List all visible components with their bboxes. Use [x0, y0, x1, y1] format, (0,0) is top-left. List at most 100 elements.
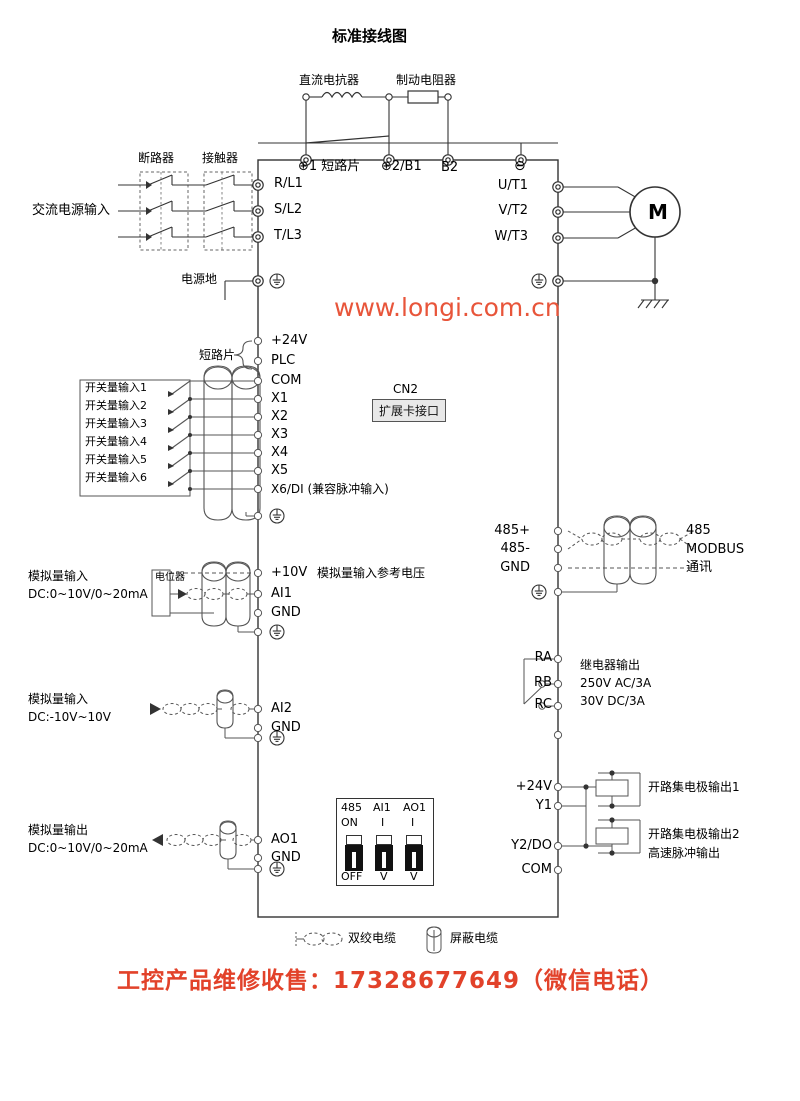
expansion-card-interface-box[interactable]: 扩展卡接口 [372, 399, 447, 422]
footer-contact-banner: 工控产品维修收售：17328677649（微信电话） [117, 968, 665, 994]
dip-switch-block[interactable]: 485 AI1 AO1 ON I I OFF V V [336, 798, 434, 886]
analog-output-wiring [152, 820, 258, 870]
transistor-output-terminals [553, 782, 563, 875]
power-ground-label: 电源地 [181, 272, 218, 286]
analog-output-range: DC:0~10V/0~20mA [28, 841, 148, 855]
relay-output-desc-2: 250V AC/3A [580, 676, 652, 690]
ground-symbol-input [269, 273, 285, 289]
dip-label-485: 485 [341, 801, 362, 814]
terminal-w-t3 [552, 232, 564, 244]
analog-input1-range: DC:0~10V/0~20mA [28, 587, 148, 601]
dc-bus-section [258, 90, 558, 160]
terminal-label-com-out: COM [521, 862, 552, 877]
terminal-label-plc: PLC [271, 353, 296, 368]
terminal-label-com-di: COM [271, 373, 302, 388]
cn2-label: CN2 [393, 382, 418, 396]
dip-switch-1[interactable] [345, 845, 363, 871]
ground-symbol-485 [531, 584, 547, 600]
breaker-label: 断路器 [138, 151, 175, 165]
bus-label-modbus: MODBUS [686, 542, 745, 557]
digital-input-source-4: 开关量输入4 [85, 435, 147, 448]
dip-cap-3[interactable] [406, 835, 422, 845]
analog-ref-voltage-note: 模拟量输入参考电压 [317, 566, 426, 580]
digital-input-source-2: 开关量输入2 [85, 399, 147, 412]
digital-input-source-5: 开关量输入5 [85, 453, 147, 466]
dc-reactor-label: 直流电抗器 [299, 73, 360, 87]
terminal-label-x4: X4 [271, 445, 289, 460]
legend-twisted-cable-label: 双绞电缆 [348, 931, 397, 945]
power-ground-section [224, 280, 258, 300]
terminal-label-ra: RA [534, 650, 552, 665]
terminal-v-t2 [552, 206, 564, 218]
dip-cap-2[interactable] [376, 835, 392, 845]
terminal-label-rc: RC [534, 697, 552, 712]
terminal-r-l1 [252, 179, 264, 191]
terminal-label-t-l3: T/L3 [274, 228, 302, 243]
terminal-label-u-t1: U/T1 [497, 178, 528, 193]
terminal-label-b2: B2 [441, 160, 459, 175]
terminal-label-plus2-b1: ⊕2/B1 [381, 159, 422, 174]
relay-output-desc-1: 继电器输出 [580, 658, 641, 672]
transistor-output-wiring [558, 770, 641, 856]
terminal-label-485-minus: 485- [500, 541, 530, 556]
ground-symbol-output [531, 273, 547, 289]
transistor-output-desc-1: 开路集电极输出1 [648, 780, 740, 794]
analog-input1-title: 模拟量输入 [28, 569, 89, 583]
terminal-label-x6-di: X6/DI (兼容脉冲输入) [271, 482, 389, 496]
terminal-label-ai2: AI2 [271, 701, 292, 716]
terminal-power-ground [252, 275, 264, 287]
digital-input-terminals [253, 336, 263, 521]
terminal-label-s-l2: S/L2 [274, 202, 303, 217]
dip-label-ai1: AI1 [373, 801, 391, 814]
dip-off-label: OFF [341, 870, 363, 883]
terminal-s-l2 [252, 205, 264, 217]
analog-output-terminals [253, 835, 263, 874]
terminal-label-plus1: ⊕1 短路片 [298, 159, 361, 174]
motor-symbol-label: M [648, 200, 668, 224]
dip-on-label: ON [341, 816, 358, 829]
jumper-label: 短路片 [199, 348, 236, 362]
ground-symbol-ai1 [269, 624, 285, 640]
contactor-label: 接触器 [202, 151, 239, 165]
page-title: 标准接线图 [332, 27, 408, 45]
dip-cap-1[interactable] [346, 835, 362, 845]
terminal-label-485-plus: 485+ [494, 523, 530, 538]
bus-label-485: 485 [686, 523, 711, 538]
terminal-label-gnd-485: GND [500, 560, 530, 575]
terminal-label-gnd-ao1: GND [271, 850, 301, 865]
dip-switch-2[interactable] [375, 845, 393, 871]
dip-switch-3[interactable] [405, 845, 423, 871]
terminal-t-l3 [252, 231, 264, 243]
analog-input2-title: 模拟量输入 [28, 692, 89, 706]
terminal-label-minus: ⊖ [514, 158, 526, 174]
brake-resistor-label: 制动电阻器 [396, 73, 457, 87]
terminal-label-24v-out: +24V [515, 779, 552, 794]
terminal-label-24v-di: +24V [271, 333, 308, 348]
digital-input-source-6: 开关量输入6 [85, 471, 147, 484]
terminal-label-gnd-ai2: GND [271, 720, 301, 735]
terminal-output-ground [552, 275, 564, 287]
terminal-label-y1: Y1 [535, 798, 552, 813]
ac-power-input-label: 交流电源输入 [32, 203, 111, 218]
terminal-label-10v: +10V [271, 565, 308, 580]
analog-input2-range: DC:-10V~10V [28, 710, 112, 724]
analog-output-title: 模拟量输出 [28, 823, 89, 837]
relay-output-terminals [553, 654, 563, 740]
terminal-label-x1: X1 [271, 391, 289, 406]
digital-input-source-3: 开关量输入3 [85, 417, 147, 430]
terminal-label-x2: X2 [271, 409, 289, 424]
comm485-terminals [553, 526, 563, 597]
terminal-u-t1 [552, 181, 564, 193]
terminal-label-rb: RB [534, 675, 552, 690]
comm485-wiring [558, 515, 695, 593]
ac-input-section [118, 171, 258, 251]
terminal-label-r-l1: R/L1 [274, 176, 303, 191]
dip-off-ao1: V [410, 870, 418, 883]
relay-output-desc-3: 30V DC/3A [580, 694, 645, 708]
dip-on-ao1: I [411, 816, 415, 829]
terminal-label-y2-do: Y2/DO [511, 838, 552, 853]
terminal-label-v-t2: V/T2 [498, 203, 529, 218]
terminal-label-ao1: AO1 [271, 832, 299, 847]
terminal-label-x3: X3 [271, 427, 289, 442]
